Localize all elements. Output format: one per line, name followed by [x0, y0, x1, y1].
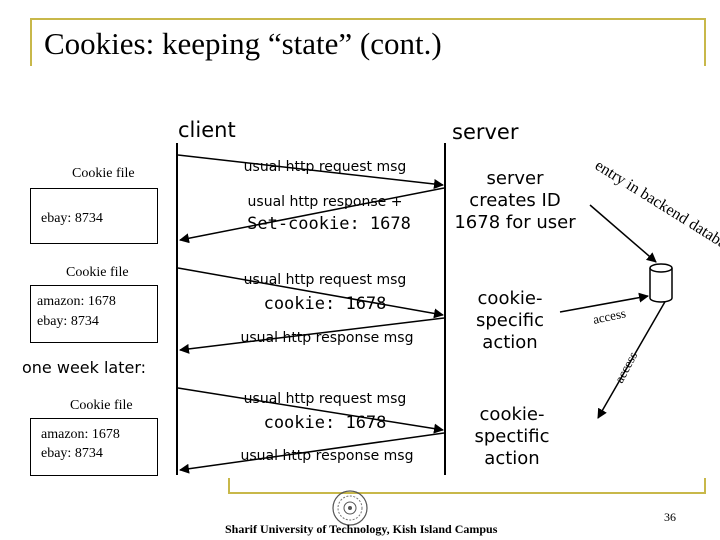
- server-label: server: [452, 120, 519, 144]
- server-action-1-line-3: 1678 for user: [454, 212, 576, 233]
- msg-response-2: usual http response msg: [240, 330, 414, 346]
- server-action-2: cookie- specific action: [460, 288, 560, 354]
- server-action-2-line-1: cookie-: [477, 288, 543, 309]
- server-action-1-line-2: creates ID: [469, 190, 561, 211]
- page-number: 36: [664, 510, 676, 524]
- cookie-file-1-entry: ebay: 8734: [41, 211, 103, 226]
- database-icon: [649, 263, 673, 303]
- db-access-label-1: access: [592, 305, 628, 327]
- arrow-response-1: [179, 187, 445, 244]
- server-action-3: cookie- spectific action: [462, 404, 562, 470]
- server-action-2-line-2: specific: [475, 310, 544, 331]
- arrow-request-3: [177, 387, 444, 434]
- cookie-file-2-entry-1: amazon: 1678: [37, 294, 116, 309]
- cookie-file-3-entry-1: amazon: 1678: [41, 427, 120, 442]
- server-action-3-line-2: spectific: [474, 426, 550, 447]
- arrow-request-1: [177, 154, 444, 189]
- one-week-later-label: one week later:: [22, 358, 147, 377]
- cookie-file-2: amazon: 1678 ebay: 8734: [30, 285, 158, 343]
- client-timeline: [176, 143, 178, 475]
- footer-institution: Sharif University of Technology, Kish Is…: [225, 522, 498, 536]
- msg-request-2: usual http request msg: [243, 272, 407, 288]
- cookie-file-1: ebay: 8734: [30, 188, 158, 244]
- msg-response-3: usual http response msg: [240, 448, 414, 464]
- server-timeline: [444, 143, 446, 475]
- server-action-3-line-1: cookie-: [479, 404, 545, 425]
- arrow-response-2: [179, 317, 445, 354]
- db-access-label-2: access: [611, 349, 640, 385]
- cookie-file-3: amazon: 1678 ebay: 8734: [30, 418, 158, 476]
- msg-response-1-set-cookie: Set-cookie: 1678: [247, 214, 411, 234]
- msg-request-3-cookie: cookie: 1678: [263, 413, 387, 433]
- cookie-file-1-label: Cookie file: [72, 166, 135, 181]
- title-frame-top: [30, 18, 706, 20]
- msg-request-1: usual http request msg: [243, 159, 407, 175]
- arrow-access-to-db: [559, 292, 649, 313]
- msg-request-3: usual http request msg: [243, 391, 407, 407]
- cookie-file-2-label: Cookie file: [66, 265, 129, 280]
- footer-rule: [228, 492, 706, 494]
- msg-request-2-cookie: cookie: 1678: [263, 294, 387, 314]
- arrow-entry-to-db: [589, 204, 657, 263]
- server-action-1-line-1: server: [486, 168, 544, 189]
- server-action-1: server creates ID 1678 for user: [440, 168, 590, 234]
- footer-rule-left: [228, 478, 230, 494]
- slide-title: Cookies: keeping “state” (cont.): [44, 26, 442, 61]
- client-label: client: [178, 118, 236, 142]
- cookie-file-3-label: Cookie file: [70, 398, 133, 413]
- arrow-response-3: [179, 432, 445, 474]
- arrow-access-from-db: [597, 299, 667, 419]
- footer-rule-right: [704, 478, 706, 494]
- cookie-file-2-entry-2: ebay: 8734: [37, 314, 99, 329]
- server-action-2-line-3: action: [482, 332, 538, 353]
- msg-response-1: usual http response +: [247, 194, 403, 210]
- arrow-request-2: [177, 267, 444, 319]
- title-frame-right: [704, 18, 706, 66]
- cookie-file-3-entry-2: ebay: 8734: [41, 446, 103, 461]
- server-action-3-line-3: action: [484, 448, 540, 469]
- title-frame-left: [30, 18, 32, 66]
- db-entry-label: entry in backend database: [592, 157, 720, 259]
- university-logo-icon: [332, 490, 368, 526]
